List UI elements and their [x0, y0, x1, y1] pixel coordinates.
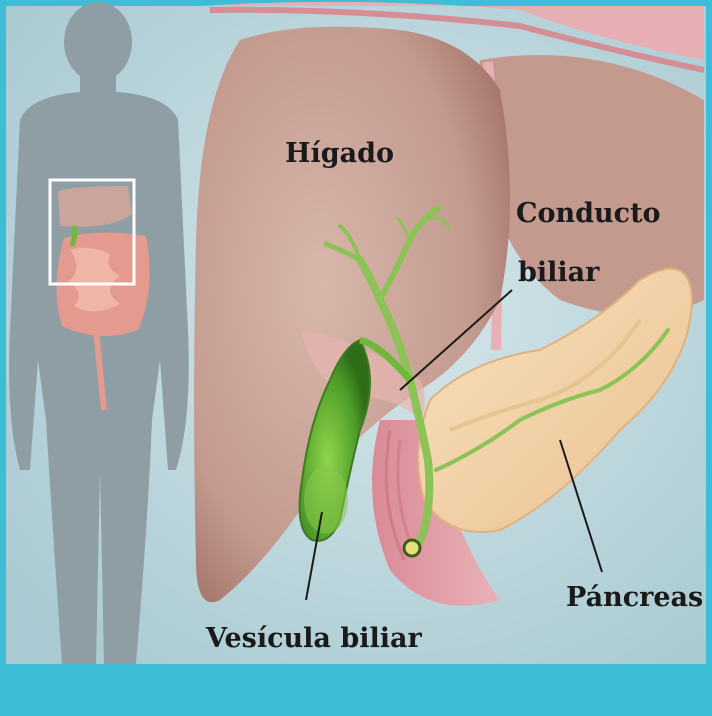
liver-label: Hígado	[285, 138, 394, 169]
gallbladder-label: Vesícula biliar	[205, 623, 422, 654]
pancreas-label: Páncreas	[566, 582, 703, 613]
bile-duct-label-line2: biliar	[518, 257, 600, 288]
bottom-band	[0, 664, 712, 716]
ampulla	[404, 540, 420, 556]
bile-duct-label-line1: Conducto	[516, 198, 661, 229]
